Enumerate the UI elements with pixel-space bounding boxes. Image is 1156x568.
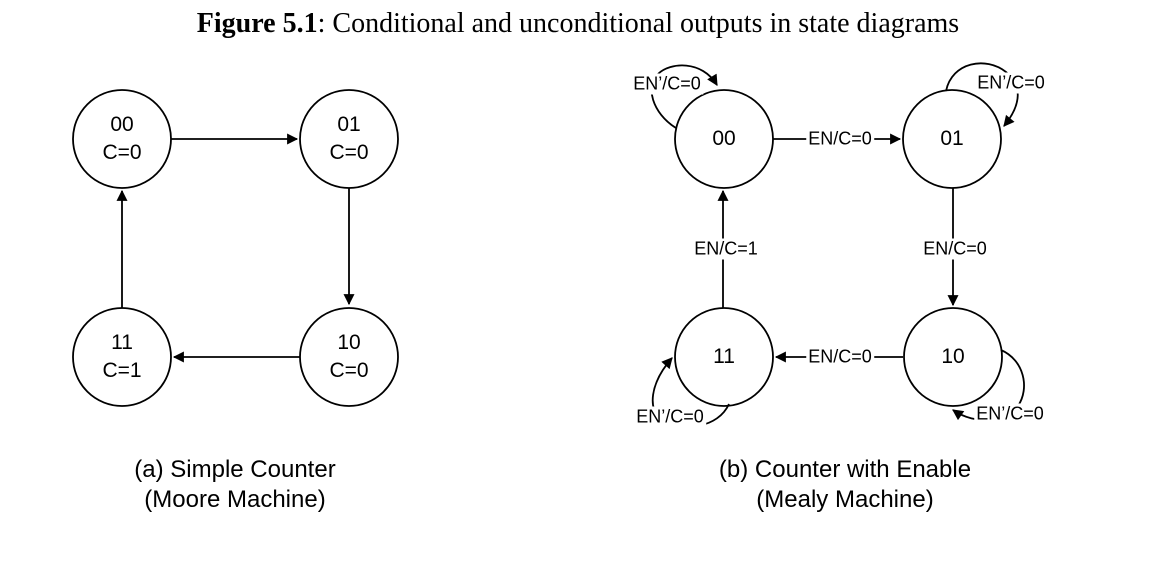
moore-state-01-label: 01 C=0 bbox=[329, 111, 368, 167]
mealy-transition-label-00-01: EN/C=0 bbox=[806, 128, 874, 150]
caption-mealy: (b) Counter with Enable (Mealy Machine) bbox=[675, 455, 1015, 515]
state-code: 01 bbox=[337, 113, 361, 136]
mealy-selfloop-01 bbox=[945, 62, 1019, 127]
state-output: C=0 bbox=[329, 359, 369, 382]
caption-moore-line2: (Moore Machine) bbox=[144, 486, 326, 513]
moore-state-10-label: 10 C=0 bbox=[329, 329, 368, 385]
state-output: C=0 bbox=[102, 141, 142, 164]
mealy-transition-label-01-10: EN/C=0 bbox=[921, 238, 989, 260]
caption-moore: (a) Simple Counter (Moore Machine) bbox=[65, 455, 405, 515]
mealy-state-01-label: 01 bbox=[940, 127, 964, 150]
mealy-state-11-circle bbox=[674, 307, 774, 407]
figure-title-number: Figure 5.1 bbox=[196, 8, 318, 39]
state-output: C=0 bbox=[329, 141, 369, 164]
mealy-state-11-label: 11 bbox=[713, 345, 735, 368]
mealy-transition-label-10-11: EN/C=0 bbox=[806, 346, 874, 368]
figure-title: Figure 5.1: Conditional and unconditiona… bbox=[0, 7, 1156, 41]
mealy-selfloop-label-11: EN’/C=0 bbox=[634, 406, 706, 428]
moore-state-00-label: 00 C=0 bbox=[102, 111, 141, 167]
mealy-selfloop-label-10: EN’/C=0 bbox=[974, 403, 1046, 425]
mealy-state-10-label: 10 bbox=[941, 345, 965, 368]
state-code: 00 bbox=[110, 113, 134, 136]
state-output: C=1 bbox=[102, 359, 142, 382]
state-code: 11 bbox=[111, 331, 133, 354]
mealy-state-01-circle bbox=[902, 89, 1002, 189]
mealy-selfloop-label-00: EN’/C=0 bbox=[631, 73, 703, 95]
mealy-transition-label-11-00: EN/C=1 bbox=[692, 238, 760, 260]
mealy-diagram bbox=[650, 62, 1025, 428]
mealy-state-10-circle bbox=[903, 307, 1003, 407]
caption-moore-line1: (a) Simple Counter bbox=[134, 456, 336, 483]
caption-mealy-line1: (b) Counter with Enable bbox=[718, 456, 972, 483]
caption-mealy-line2: (Mealy Machine) bbox=[756, 486, 934, 513]
mealy-selfloop-label-01: EN’/C=0 bbox=[975, 72, 1047, 94]
mealy-state-00-label: 00 bbox=[712, 127, 736, 150]
moore-state-11-label: 11 C=1 bbox=[102, 329, 141, 385]
figure-title-text: : Conditional and unconditional outputs … bbox=[317, 8, 960, 39]
moore-diagram bbox=[72, 89, 399, 407]
state-code: 10 bbox=[337, 331, 361, 354]
